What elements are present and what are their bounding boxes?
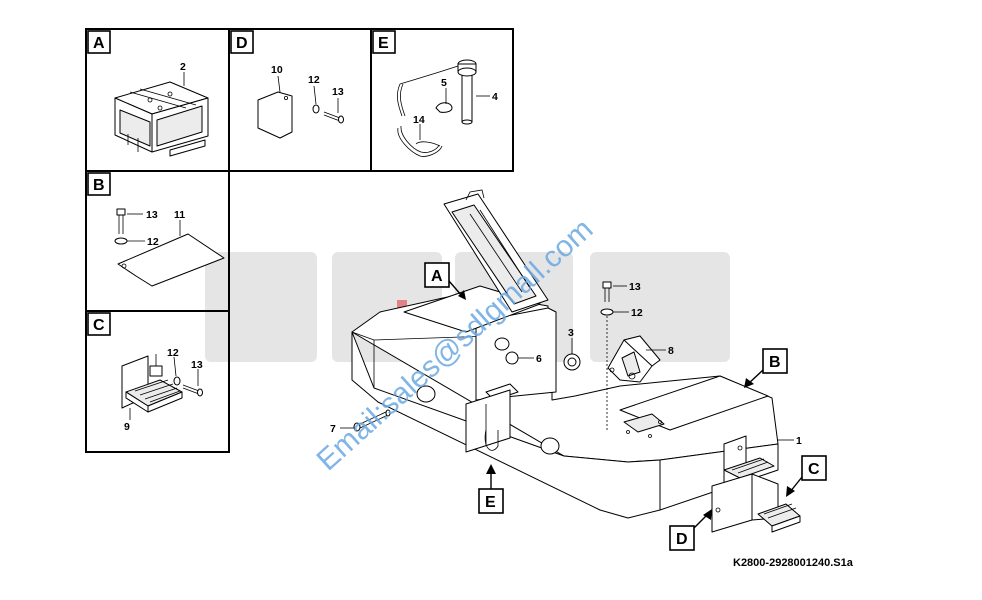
bolt-13-main — [602, 281, 612, 302]
callout-11: 11 — [174, 209, 185, 221]
panel-b: B 13 11 12 — [85, 170, 230, 312]
main-frame — [351, 189, 801, 533]
callout-5: 5 — [441, 77, 447, 89]
washer-12 — [312, 104, 320, 114]
callout-12-b: 12 — [147, 236, 159, 248]
right-steps — [711, 435, 801, 533]
bolt-13 — [323, 111, 344, 124]
panel-a-cab-part — [114, 81, 209, 157]
panel-d-label: D — [236, 35, 248, 52]
panel-b-label: B — [93, 177, 105, 194]
view-label-d: D — [669, 509, 712, 551]
washer-12-main — [600, 308, 614, 316]
chain-part — [396, 65, 459, 117]
svg-text:A: A — [431, 268, 443, 285]
panel-c-label: C — [93, 317, 105, 334]
callout-13-d: 13 — [332, 86, 344, 98]
view-label-a: A — [424, 262, 466, 300]
callout-13-main: 13 — [629, 281, 641, 293]
callout-1: 1 — [796, 435, 802, 447]
cover-plate-10 — [257, 91, 293, 139]
panel-a-label: A — [93, 35, 105, 52]
panel-e: E 4 5 14 — [370, 28, 514, 172]
callout-9: 9 — [124, 421, 130, 433]
bolt-7 — [353, 409, 391, 432]
view-label-c: C — [786, 455, 827, 497]
callout-10: 10 — [271, 64, 283, 76]
panel-c: C 12 13 9 — [85, 310, 230, 453]
panel-e-label: E — [378, 35, 389, 52]
callout-2: 2 — [180, 61, 186, 73]
bracket-8 — [607, 335, 661, 383]
view-label-e: E — [478, 464, 504, 514]
r-clip-14 — [397, 125, 443, 157]
callout-3: 3 — [568, 327, 574, 339]
svg-text:C: C — [808, 461, 820, 478]
step-9 — [121, 354, 183, 413]
bolt-13-b — [116, 208, 126, 234]
callout-12-c: 12 — [167, 347, 179, 359]
callout-13-b: 13 — [146, 209, 158, 221]
callout-13-c: 13 — [191, 359, 203, 371]
clip-5 — [435, 102, 453, 113]
view-label-b: B — [744, 348, 788, 388]
plate-11 — [117, 233, 225, 287]
callout-4: 4 — [492, 91, 498, 103]
bolt-13-c — [182, 384, 203, 397]
callout-6: 6 — [536, 353, 542, 365]
svg-text:E: E — [485, 494, 496, 511]
callout-12-d: 12 — [308, 74, 320, 86]
callout-12-main: 12 — [631, 307, 643, 319]
panel-a: A 2 — [85, 28, 230, 172]
drawing-code: K2800-2928001240.S1a — [733, 557, 854, 569]
panel-d: D 10 12 13 — [228, 28, 372, 172]
washer-12-b — [114, 237, 128, 245]
washer-12-c — [173, 376, 181, 386]
callout-7: 7 — [330, 423, 336, 435]
svg-text:B: B — [769, 354, 781, 371]
svg-text:D: D — [676, 531, 688, 548]
pin-4 — [457, 59, 477, 125]
callout-14: 14 — [413, 114, 425, 126]
callout-8: 8 — [668, 345, 674, 357]
